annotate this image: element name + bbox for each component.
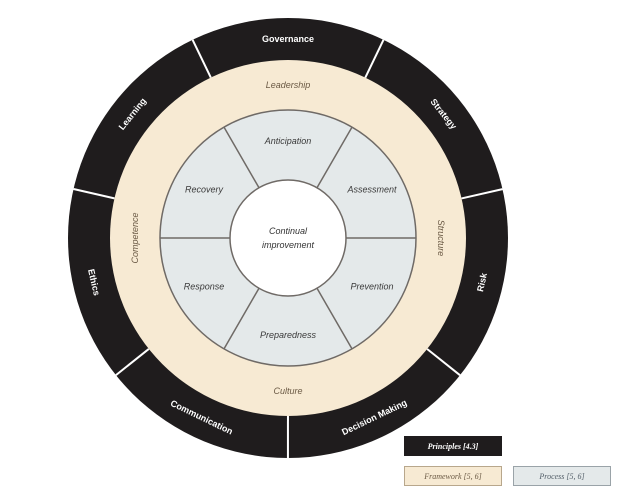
process-label-prevention: Prevention xyxy=(350,282,393,292)
process-label-response: Response xyxy=(184,282,225,292)
center-circle xyxy=(230,180,346,296)
framework-label-top: Leadership xyxy=(266,80,311,90)
principle-label-governance: Governance xyxy=(262,34,314,44)
framework-label-bottom: Culture xyxy=(273,386,302,396)
framework-label-left: Competence xyxy=(130,212,140,263)
framework-label-right: Structure xyxy=(436,220,446,257)
legend-framework: Framework [5, 6] xyxy=(404,466,502,486)
process-label-anticipation: Anticipation xyxy=(264,136,312,146)
process-label-recovery: Recovery xyxy=(185,185,224,195)
center-label-line1: Continual xyxy=(269,226,308,236)
legend-principles: Principles [4.3] xyxy=(404,436,502,456)
process-label-preparedness: Preparedness xyxy=(260,330,317,340)
legend-process: Process [5, 6] xyxy=(513,466,611,486)
process-label-assessment: Assessment xyxy=(346,185,397,195)
center-label-line2: improvement xyxy=(262,240,315,250)
